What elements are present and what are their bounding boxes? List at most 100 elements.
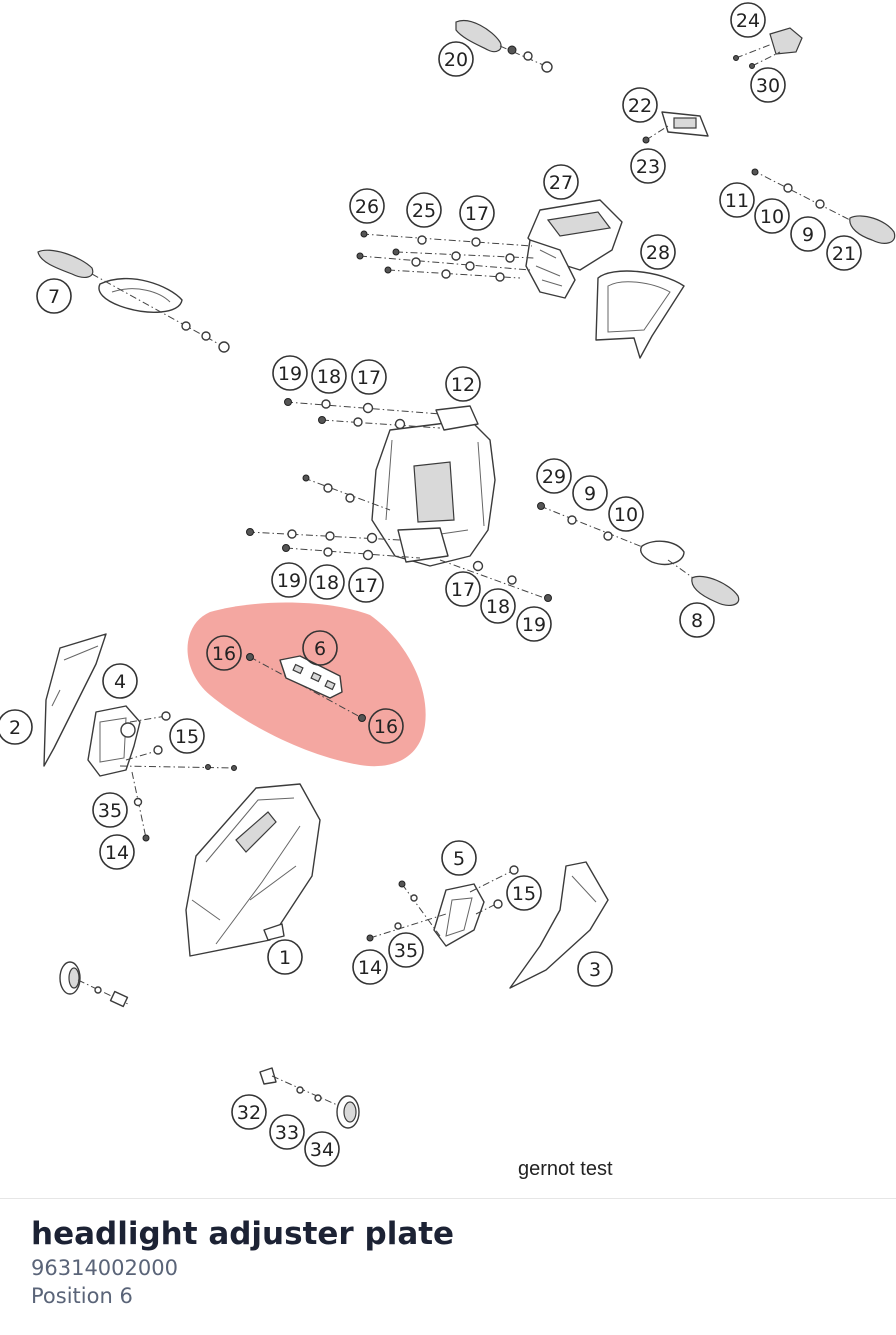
label-text: 22 <box>628 95 652 117</box>
label-circle <box>349 188 385 224</box>
position-label-4[interactable]: 4 <box>102 663 138 699</box>
label-circle <box>480 588 516 624</box>
position-label-15[interactable]: 15 <box>169 718 205 754</box>
position-label-25[interactable]: 25 <box>406 192 442 228</box>
position-label-8[interactable]: 8 <box>679 602 715 638</box>
part-info-panel: headlight adjuster plate 96314002000 Pos… <box>31 1214 454 1310</box>
position-label-10[interactable]: 10 <box>608 496 644 532</box>
position-label-20[interactable]: 20 <box>438 41 474 77</box>
label-circle <box>102 663 138 699</box>
label-circle <box>516 606 552 642</box>
position-label-21[interactable]: 21 <box>826 235 862 271</box>
label-text: 10 <box>760 206 784 228</box>
fasteners-17-18-19-right <box>439 559 552 602</box>
label-circle <box>640 234 676 270</box>
position-label-18[interactable]: 18 <box>480 588 516 624</box>
position-label-17[interactable]: 17 <box>445 571 481 607</box>
label-circle <box>309 564 345 600</box>
turn-indicator-right-rear-21 <box>751 168 896 244</box>
headlight-adjuster-plate-6[interactable] <box>246 653 366 722</box>
position-label-16[interactable]: 16 <box>206 635 242 671</box>
label-circle <box>351 359 387 395</box>
position-label-15[interactable]: 15 <box>506 875 542 911</box>
position-label-14[interactable]: 14 <box>352 949 388 985</box>
position-label-30[interactable]: 30 <box>750 67 786 103</box>
label-circle <box>536 458 572 494</box>
label-circle <box>438 41 474 77</box>
turn-indicator-top-20 <box>455 20 553 73</box>
label-text: 30 <box>756 75 780 97</box>
label-text: 24 <box>736 10 760 32</box>
label-circle <box>826 235 862 271</box>
position-label-14[interactable]: 14 <box>99 834 135 870</box>
position-label-19[interactable]: 19 <box>516 606 552 642</box>
license-plate-light-22 <box>642 111 709 144</box>
parts-diagram: 2024302223272625171110921287191817122991… <box>0 2 896 1180</box>
label-circle <box>0 709 33 745</box>
position-label-11[interactable]: 11 <box>719 182 755 218</box>
position-label-3[interactable]: 3 <box>577 951 613 987</box>
position-label-33[interactable]: 33 <box>269 1114 305 1150</box>
label-text: 29 <box>542 466 566 488</box>
label-text: 5 <box>453 848 465 870</box>
label-circle <box>271 562 307 598</box>
position-label-16[interactable]: 16 <box>368 708 404 744</box>
position-label-2[interactable]: 2 <box>0 709 33 745</box>
position-label-18[interactable]: 18 <box>309 564 345 600</box>
label-text: 3 <box>589 959 601 981</box>
label-circle <box>719 182 755 218</box>
position-label-35[interactable]: 35 <box>92 792 128 828</box>
bracket-left-4 <box>87 705 237 842</box>
label-text: 16 <box>212 643 236 665</box>
label-circle <box>304 1131 340 1167</box>
label-text: 8 <box>691 610 703 632</box>
position-label-10[interactable]: 10 <box>754 198 790 234</box>
position-label-17[interactable]: 17 <box>459 195 495 231</box>
position-label-6[interactable]: 6 <box>302 630 338 666</box>
label-text: 20 <box>444 49 468 71</box>
label-text: 9 <box>584 483 596 505</box>
label-circle <box>272 355 308 391</box>
label-text: 2 <box>9 717 21 739</box>
position-label-27[interactable]: 27 <box>543 164 579 200</box>
divider <box>0 1198 896 1199</box>
position-label-28[interactable]: 28 <box>640 234 676 270</box>
label-circle <box>754 198 790 234</box>
position-label-35[interactable]: 35 <box>388 932 424 968</box>
label-text: 21 <box>832 243 856 265</box>
position-label-18[interactable]: 18 <box>311 358 347 394</box>
label-circle <box>302 630 338 666</box>
label-text: 6 <box>314 638 326 660</box>
label-circle <box>269 1114 305 1150</box>
position-label-17[interactable]: 17 <box>348 567 384 603</box>
position-label-5[interactable]: 5 <box>441 840 477 876</box>
fasteners-19-18-17-lower <box>246 528 421 561</box>
position-label-9[interactable]: 9 <box>572 475 608 511</box>
position-label-23[interactable]: 23 <box>630 148 666 184</box>
position-label-7[interactable]: 7 <box>36 278 72 314</box>
position-label-24[interactable]: 24 <box>730 2 766 38</box>
label-circle <box>608 496 644 532</box>
position-label-1[interactable]: 1 <box>267 939 303 975</box>
label-circle <box>36 278 72 314</box>
label-circle <box>622 87 658 123</box>
position-label-32[interactable]: 32 <box>231 1094 267 1130</box>
position-label-9[interactable]: 9 <box>790 216 826 252</box>
label-circle <box>459 195 495 231</box>
label-text: 28 <box>646 242 670 264</box>
part-number: 96314002000 <box>31 1256 178 1280</box>
position-label-26[interactable]: 26 <box>349 188 385 224</box>
rear-light-24 <box>733 27 803 69</box>
position-label-29[interactable]: 29 <box>536 458 572 494</box>
position-label-22[interactable]: 22 <box>622 87 658 123</box>
label-circle <box>750 67 786 103</box>
position-label-19[interactable]: 19 <box>271 562 307 598</box>
label-text: 11 <box>725 190 749 212</box>
position-label-19[interactable]: 19 <box>272 355 308 391</box>
position-label-17[interactable]: 17 <box>351 359 387 395</box>
label-text: 23 <box>636 156 660 178</box>
position-label-34[interactable]: 34 <box>304 1131 340 1167</box>
label-text: 32 <box>237 1102 261 1124</box>
label-circle <box>730 2 766 38</box>
position-label-12[interactable]: 12 <box>445 366 481 402</box>
